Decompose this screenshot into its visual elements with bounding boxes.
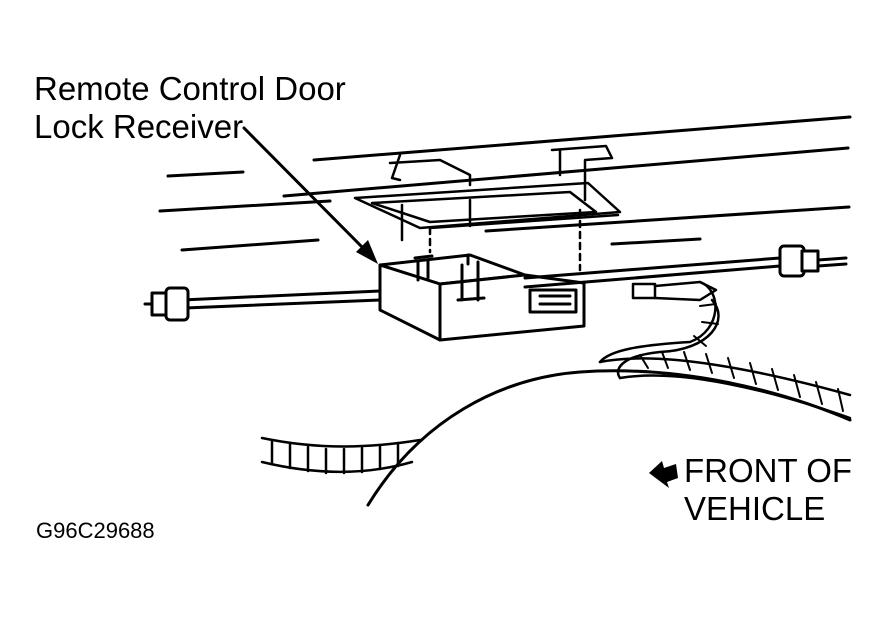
harness-ribs: [639, 303, 844, 412]
receiver-module: [378, 253, 586, 342]
front-of-vehicle-label: FRONT OF VEHICLE: [684, 452, 852, 528]
body-panel-lines: [158, 115, 852, 252]
direction-line-1: FRONT OF: [684, 452, 853, 489]
callout-leader-line: [242, 126, 372, 257]
callout-arrowhead: [356, 240, 378, 264]
direction-line-2: VEHICLE: [684, 490, 826, 527]
callout-line-2: Lock Receiver: [34, 108, 244, 145]
figure-code: G96C29688: [36, 518, 155, 543]
arrow-icon: [649, 461, 678, 488]
wiring-connector: [631, 280, 718, 302]
receiver-callout-label: Remote Control Door Lock Receiver: [34, 70, 346, 146]
wiring-harness-upper: [598, 280, 852, 420]
lock-rod: [143, 244, 848, 322]
mounting-bracket: [353, 144, 622, 272]
wiring-harness-lower: [260, 436, 422, 475]
callout-line-1: Remote Control Door: [34, 70, 346, 107]
curved-panel: [366, 369, 852, 507]
